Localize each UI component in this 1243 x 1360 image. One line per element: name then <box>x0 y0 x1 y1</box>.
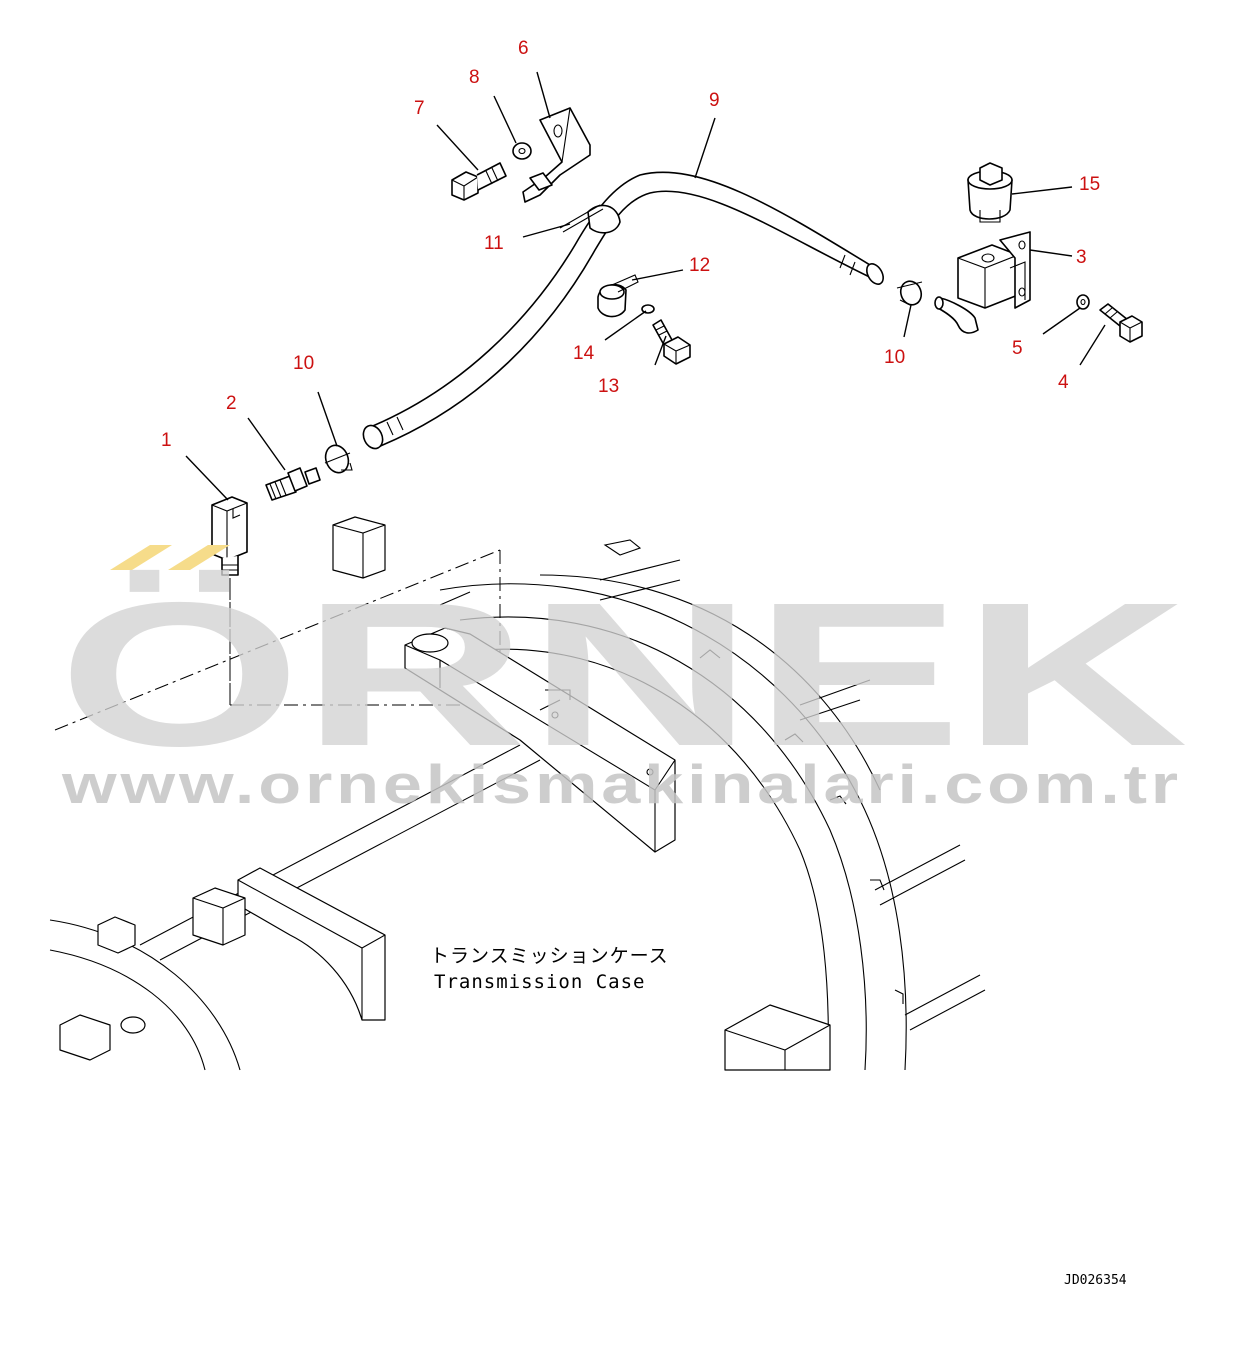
callout-12: 12 <box>689 255 710 276</box>
part-13-bolt <box>652 319 691 365</box>
watermark: ÖRNEK www.ornekismakinalari.com.tr <box>58 545 1188 815</box>
callout-11: 11 <box>484 233 504 254</box>
watermark-accent-right <box>168 545 230 570</box>
callout-9: 9 <box>709 90 720 111</box>
callout-7: 7 <box>414 98 425 119</box>
callout-4: 4 <box>1058 372 1069 393</box>
callout-3: 3 <box>1076 247 1087 268</box>
part-9-hose <box>362 171 884 450</box>
callout-15: 15 <box>1079 174 1100 195</box>
part-5-washer <box>1076 294 1090 310</box>
callout-10-right: 10 <box>884 347 905 368</box>
part-2-fitting <box>265 467 321 501</box>
watermark-brand: ÖRNEK <box>58 560 1188 789</box>
leader-lines <box>185 71 1106 501</box>
part-1-sensor <box>211 496 248 705</box>
callout-1: 1 <box>161 430 172 451</box>
part-3-valve <box>934 231 1031 334</box>
part-7-bolt <box>451 162 507 201</box>
watermark-accent-left <box>110 545 172 570</box>
part-8-washer <box>512 142 532 160</box>
callouts: 1 2 3 4 5 6 7 8 9 10 10 11 12 13 14 15 <box>161 38 1100 451</box>
parts <box>211 107 1143 705</box>
callout-6: 6 <box>518 38 529 59</box>
case-label-english: Transmission Case <box>434 971 645 993</box>
callout-2: 2 <box>226 393 237 414</box>
case-label-japanese: トランスミッションケース <box>430 945 669 967</box>
part-11-clip <box>559 204 621 234</box>
callout-10-left: 10 <box>293 353 314 374</box>
callout-8: 8 <box>469 67 480 88</box>
part-4-bolt <box>1099 303 1143 343</box>
part-6-bracket <box>522 107 591 203</box>
drawing-code: JD026354 <box>1064 1273 1127 1288</box>
watermark-url: www.ornekismakinalari.com.tr <box>61 753 1182 815</box>
callout-14: 14 <box>573 343 595 364</box>
part-12-clip <box>597 274 639 318</box>
callout-13: 13 <box>598 376 619 397</box>
transmission-case-drawing <box>49 516 986 1071</box>
part-10-clamp-right <box>896 280 923 306</box>
part-10-clamp-left <box>324 444 353 474</box>
part-15-cap <box>967 162 1013 223</box>
callout-5: 5 <box>1012 338 1023 359</box>
